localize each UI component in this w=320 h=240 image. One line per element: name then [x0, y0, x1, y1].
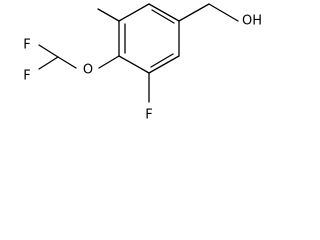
atom-label-oh: OH	[242, 14, 262, 29]
ring-bond	[148, 55, 180, 74]
ring-double-bond	[150, 53, 174, 68]
benzene-ring	[118, 3, 180, 74]
ring-o-bond	[98, 55, 120, 69]
methyl-bond	[97, 8, 120, 22]
atom-label-f-ring: F	[145, 108, 152, 123]
ring-bond	[148, 3, 180, 22]
chf2-f-lower-bond	[38, 56, 59, 70]
molecule-structure: F F O F OH	[23, 3, 262, 123]
ch2-bond	[178, 3, 210, 22]
atom-label-f-upper: F	[23, 38, 30, 53]
ring-bond	[118, 55, 150, 74]
chf2-f-upper-bond	[38, 44, 59, 58]
atom-label-f-lower: F	[23, 69, 30, 84]
o-chf2-bond	[57, 56, 77, 69]
ring-bond	[118, 3, 150, 22]
atom-label-o-ether: O	[83, 63, 93, 78]
ring-double-bond	[151, 9, 175, 24]
ch2-oh-bond	[208, 3, 239, 22]
